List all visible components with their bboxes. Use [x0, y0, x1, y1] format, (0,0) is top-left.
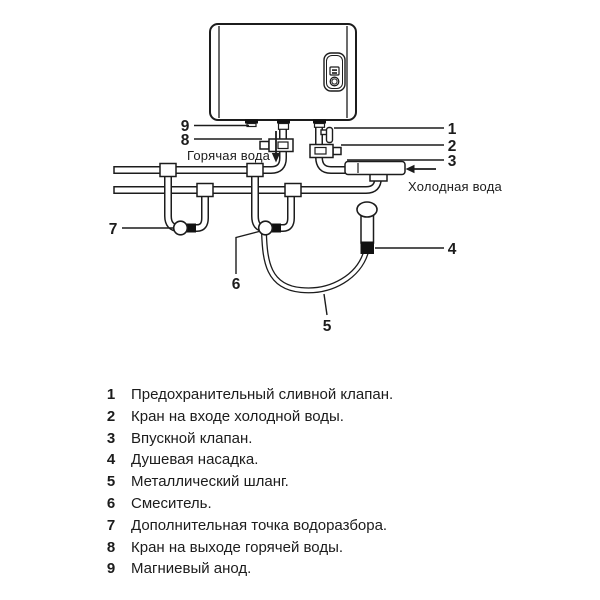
mixer-spout [271, 223, 281, 233]
legend-text: Металлический шланг. [131, 473, 289, 491]
tee-fitting [284, 182, 302, 198]
shower-connector-band [360, 241, 374, 254]
hot-outlet-stub [277, 119, 290, 124]
legend-num: 9 [106, 560, 116, 578]
callout-5: 5 [323, 318, 332, 335]
legend-item-1: 1 Предохранительный сливной клапан. [104, 386, 564, 408]
mixer-handle [257, 220, 274, 236]
legend-text: Магниевый анод. [131, 560, 252, 578]
tee-fitting [246, 162, 264, 178]
legend-item-3: 3 Впускной клапан. [104, 430, 564, 452]
legend-num: 6 [106, 494, 116, 512]
callout-1: 1 [448, 121, 457, 138]
display-bar [332, 72, 337, 74]
legend-text: Смеситель. [131, 494, 212, 512]
legend-text: Дополнительная точка водоразбора. [131, 516, 388, 534]
leader-6 [235, 230, 260, 274]
callout-2: 2 [448, 138, 457, 155]
tap-spout [186, 223, 196, 233]
legend-num: 4 [106, 451, 116, 469]
knob-inner [331, 78, 338, 85]
cold-water-label: Холодная вода [408, 179, 502, 194]
legend-text: Предохранительный сливной клапан. [131, 386, 394, 403]
shower-bulb [356, 201, 378, 218]
tee-fitting [159, 162, 177, 178]
control-panel [323, 52, 346, 92]
hot-outlet-valve [259, 138, 294, 153]
legend-text: Впускной клапан. [131, 429, 253, 447]
legend-num: 1 [106, 386, 116, 403]
installation-diagram: 1 2 3 4 5 6 7 8 9 Горячая вода Холодная … [109, 23, 502, 335]
legend-item-2: 2 Кран на входе холодной воды. [104, 408, 564, 430]
legend-item-4: 4 Душевая насадка. [104, 451, 564, 473]
legend-item-5: 5 Металлический шланг. [104, 473, 564, 495]
cold-inlet-valve [309, 143, 342, 159]
callout-8: 8 [181, 132, 190, 149]
inlet-valve [344, 160, 406, 176]
tee-fitting [196, 182, 214, 198]
callout-3: 3 [448, 153, 457, 170]
legend-text: Кран на входе холодной воды. [131, 407, 344, 425]
mixer-tap [257, 220, 281, 236]
callout-9: 9 [181, 118, 190, 135]
legend-item-7: 7 Дополнительная точка водоразбора. [104, 517, 564, 539]
legend-item-9: 9 Магниевый анод. [104, 560, 564, 582]
water-heater [209, 23, 357, 121]
magnesium-anode-stub [245, 119, 258, 124]
display [329, 66, 340, 76]
callout-6: 6 [232, 276, 241, 293]
legend-item-8: 8 Кран на выходе горячей воды. [104, 539, 564, 561]
hot-water-label: Горячая вода [187, 148, 271, 163]
safety-drain-valve [320, 126, 334, 144]
display-bar [332, 69, 337, 71]
flow-arrows [271, 131, 436, 174]
shower-head [356, 201, 378, 254]
cold-water-pipe [114, 173, 382, 194]
shower-handle [360, 213, 375, 244]
cold-inlet-stub [313, 119, 326, 124]
leader-lines [122, 124, 444, 316]
legend-num: 7 [106, 516, 116, 534]
tap-handle [172, 220, 189, 236]
legend-text: Кран на выходе горячей воды. [131, 538, 344, 556]
legend-num: 8 [106, 538, 116, 556]
callout-4: 4 [448, 241, 457, 258]
draw-point-tap [172, 220, 196, 236]
legend-num: 2 [106, 407, 116, 425]
legend-text: Душевая насадка. [131, 451, 259, 469]
leader-5 [323, 293, 328, 316]
legend-num: 3 [106, 429, 116, 447]
heater-stubs [245, 119, 326, 130]
tee-fittings [159, 162, 388, 198]
legend-item-6: 6 Смеситель. [104, 495, 564, 517]
callout-7: 7 [109, 221, 118, 238]
legend: 1 Предохранительный сливной клапан. 2 Кр… [104, 386, 564, 582]
legend-num: 5 [106, 473, 116, 491]
